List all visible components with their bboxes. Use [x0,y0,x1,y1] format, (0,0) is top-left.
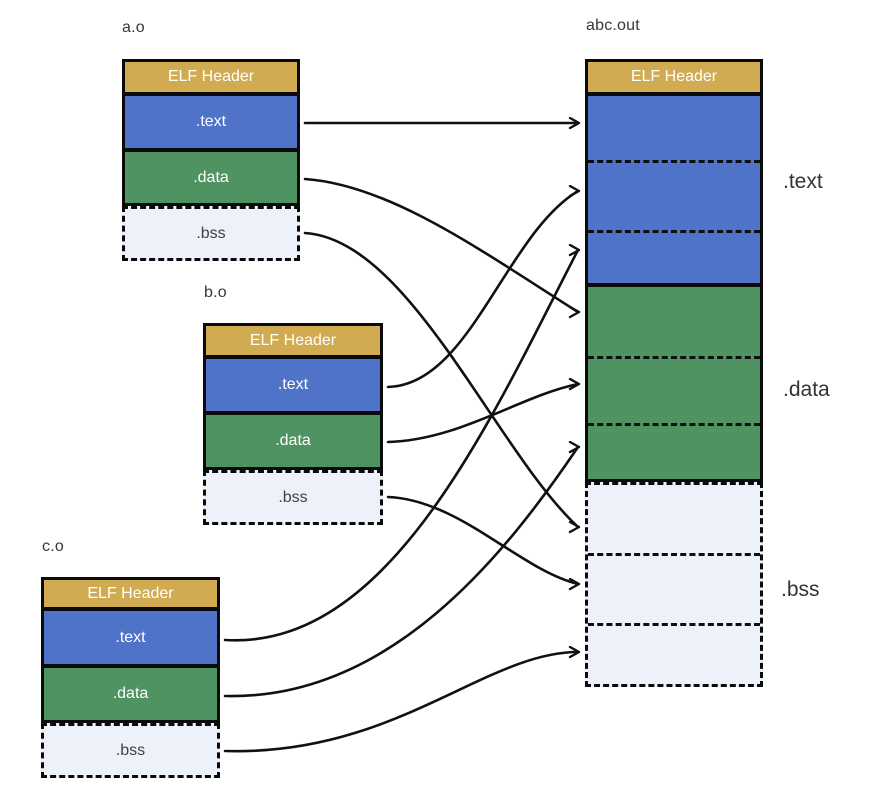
object-file-co: ELF Header .text .data [41,577,220,723]
out-bss-divider-2 [588,623,760,626]
out-bss-section [585,482,763,687]
out-data-divider-1 [588,356,760,359]
out-text-divider-1 [588,160,760,163]
file-title-abcout: abc.out [586,17,640,34]
out-bss-divider-1 [588,553,760,556]
co-elf-header-section: ELF Header [44,580,217,611]
ao-text-section: .text [125,96,297,152]
bo-elf-header-section: ELF Header [206,326,380,359]
out-data-divider-2 [588,423,760,426]
out-data-label: .data [783,378,830,401]
arrow-bo-data-to-out-data2 [386,384,578,444]
arrow-bo-bss-to-out-bss2 [386,495,578,584]
co-data-section: .data [44,668,217,720]
co-bss-section: .bss [41,723,220,778]
ao-elf-header-section: ELF Header [125,62,297,96]
out-elf-header-section: ELF Header [588,62,760,96]
ao-bss-section: .bss [122,206,300,261]
bo-bss-section: .bss [203,470,383,525]
out-text-section [588,96,760,287]
object-file-ao: ELF Header .text .data [122,59,300,206]
out-text-label: .text [783,170,823,193]
arrow-bo-text-to-out-text2 [386,191,578,389]
output-file-abcout: ELF Header [585,59,763,482]
out-bss-label: .bss [781,578,820,601]
co-text-section: .text [44,611,217,668]
bo-data-section: .data [206,415,380,467]
file-title-co: c.o [42,538,64,555]
ao-data-section: .data [125,152,297,203]
file-title-bo: b.o [204,284,227,301]
object-file-bo: ELF Header .text .data [203,323,383,470]
out-text-divider-2 [588,230,760,233]
out-data-section [588,287,760,479]
arrow-ao-data-to-out-data1 [303,177,578,312]
bo-text-section: .text [206,359,380,415]
arrow-co-bss-to-out-bss3 [223,652,578,753]
file-title-ao: a.o [122,19,145,36]
